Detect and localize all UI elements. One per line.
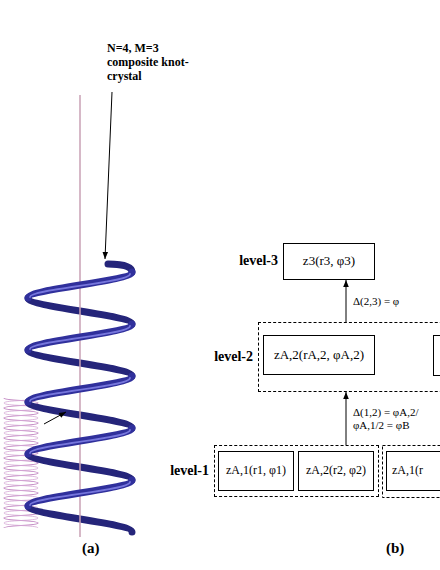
process-box: zA,2(r2, φ2) [298, 451, 374, 491]
level-heading: level-1 [170, 463, 209, 479]
group-box: zA,1(r1, φ1)zA,2(r2, φ2)level-1 [214, 445, 379, 497]
process-box: level-3z3(r3, φ3) [283, 243, 375, 280]
level-heading: level-2 [214, 349, 253, 365]
annotation: N=4, M=3 composite knot-crystal [107, 42, 189, 83]
process-box: zA,1(r [386, 451, 440, 491]
box-label: zA,1(r1, φ1) [226, 464, 286, 478]
box-label: zA,2(r2, φ2) [306, 464, 366, 478]
edge-label: Δ(1,2) = φA,2/φA,1/2 = φB [352, 406, 436, 431]
level-arrow [346, 392, 347, 445]
leader-arrow [105, 92, 112, 259]
level-arrow [346, 280, 347, 322]
group-box [383, 446, 440, 498]
helix-front [28, 272, 132, 506]
box-label: zA,1(r [392, 464, 423, 478]
process-box: zA,1(r1, φ1) [218, 451, 294, 491]
helix-axis [79, 95, 81, 537]
helix-highlight [30, 274, 130, 505]
panel-label: (a) [82, 540, 100, 557]
panel-label: (b) [386, 540, 404, 557]
group-box: zA,2(rA,2, φA,2)level-2 [258, 322, 440, 392]
level-heading: level-3 [239, 253, 278, 269]
box-label: zA,2(rA,2, φA,2) [274, 348, 364, 363]
box-label: z3(r3, φ3) [303, 254, 355, 269]
leader-arrow [44, 412, 66, 424]
process-box [434, 336, 440, 376]
edge-label: Δ(2,3) = φ [352, 295, 400, 308]
process-box: zA,2(rA,2, φA,2) [263, 335, 375, 375]
